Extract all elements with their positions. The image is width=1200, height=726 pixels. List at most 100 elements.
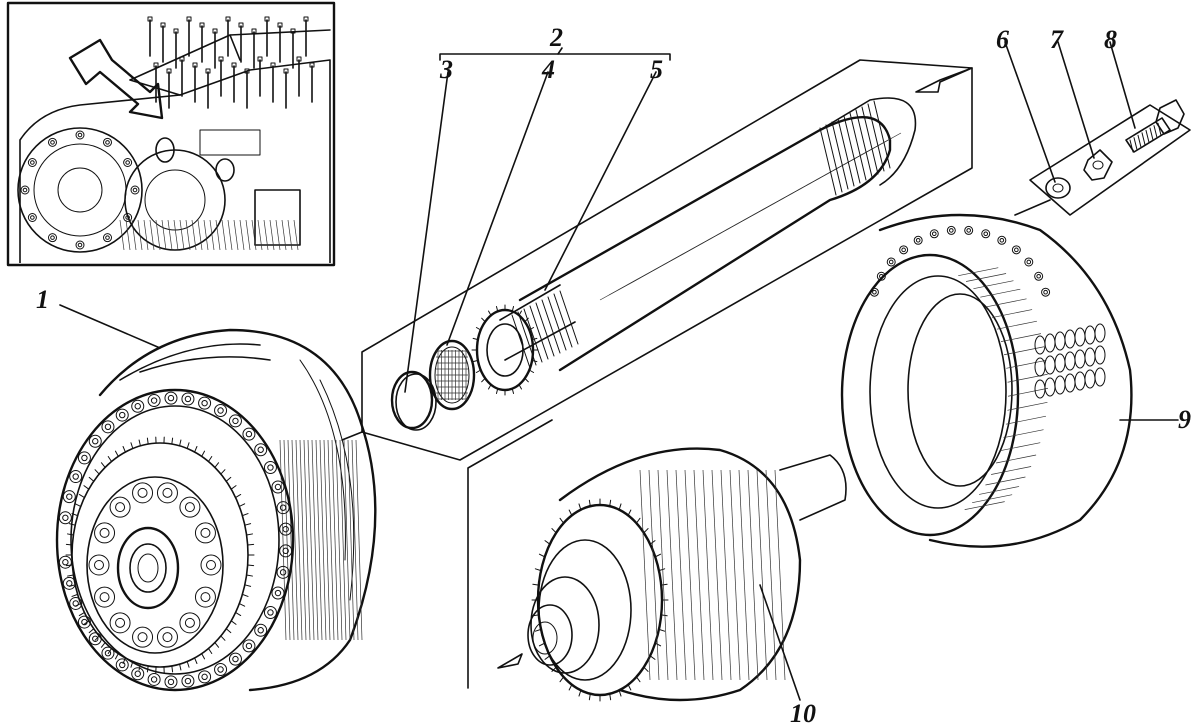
drum-shade bbox=[283, 439, 291, 641]
bolt-thread bbox=[1137, 134, 1142, 148]
ring-tooth bbox=[100, 642, 106, 648]
drum-shade bbox=[295, 439, 303, 641]
drum-bolt bbox=[115, 658, 129, 672]
planet-gear-tooth bbox=[660, 614, 668, 617]
clutch-plate bbox=[1003, 346, 1045, 356]
planet-roller-center bbox=[115, 617, 126, 628]
planet-roller bbox=[179, 612, 201, 634]
callout-7: 7 bbox=[1050, 25, 1064, 54]
spline-line bbox=[541, 299, 561, 354]
drum-bolt-center bbox=[72, 473, 79, 480]
drum-bolt-center bbox=[257, 627, 264, 634]
callout-labels: 1 2 3 4 5 6 7 8 9 10 bbox=[36, 23, 1191, 726]
assembly-shade bbox=[747, 469, 759, 681]
clutch-plate bbox=[996, 320, 1037, 330]
drum-shade bbox=[303, 439, 311, 641]
gearbox-housing-sketch bbox=[17, 16, 331, 263]
drum-bolt bbox=[62, 490, 76, 504]
pack-bolt-center bbox=[879, 273, 884, 279]
callout-3: 3 bbox=[439, 55, 453, 84]
end-tooth bbox=[472, 337, 479, 341]
inset-stud-nut bbox=[290, 28, 296, 34]
drum-bolt-center bbox=[92, 635, 99, 642]
planet-roller-center bbox=[99, 527, 110, 538]
pack-bolt bbox=[899, 245, 909, 255]
inset-stud-nut bbox=[251, 28, 257, 34]
planet-roller-center bbox=[184, 502, 195, 513]
ring-tooth bbox=[247, 564, 255, 567]
end-tooth bbox=[524, 377, 529, 383]
callout-6: 6 bbox=[996, 25, 1009, 54]
assembly-shade bbox=[675, 469, 687, 681]
planet-roller bbox=[132, 482, 154, 504]
inset-hatch bbox=[245, 219, 251, 251]
planet-roller bbox=[94, 586, 116, 608]
ring-tooth bbox=[214, 462, 220, 468]
ring-tooth bbox=[179, 663, 182, 671]
ring-tooth bbox=[138, 439, 141, 447]
drum-bolt-center bbox=[267, 464, 274, 471]
pack-bolt bbox=[1024, 257, 1034, 267]
inset-bolt bbox=[20, 185, 30, 195]
bolt-thread bbox=[1149, 127, 1154, 141]
ring-tooth bbox=[214, 642, 220, 648]
planet-gear-tooth bbox=[559, 517, 565, 524]
planet-roller bbox=[109, 612, 131, 634]
drum-bolt-center bbox=[201, 399, 208, 407]
planet-roller-center bbox=[137, 487, 148, 498]
bolt-thread bbox=[1157, 122, 1162, 136]
planet-gear-tooth bbox=[588, 499, 591, 507]
callout-8: 8 bbox=[1104, 25, 1117, 54]
drum-shade bbox=[335, 439, 343, 641]
planet-roller bbox=[88, 554, 110, 576]
drum-shade bbox=[327, 439, 335, 641]
planet-roller bbox=[194, 586, 216, 608]
ring-tooth bbox=[225, 628, 232, 634]
drum-bolt bbox=[214, 404, 228, 418]
planet-roller bbox=[200, 554, 222, 576]
end-tooth bbox=[511, 306, 515, 312]
planet-gear-tooth bbox=[568, 684, 573, 691]
assembly-shade bbox=[657, 469, 669, 681]
pack-bolt-center bbox=[1036, 273, 1041, 279]
inset-hatch bbox=[209, 219, 215, 251]
drum-bolt bbox=[181, 674, 195, 688]
planet-roller bbox=[179, 496, 201, 518]
end-tooth bbox=[511, 388, 515, 394]
drum-bolt bbox=[101, 646, 115, 660]
drum-bolt-center bbox=[134, 403, 141, 410]
drum-bolt bbox=[181, 392, 195, 406]
drum-bolt-center bbox=[282, 547, 289, 555]
inset-hatch bbox=[263, 219, 269, 251]
inset-stud-nut bbox=[186, 16, 192, 22]
drum-bolt bbox=[147, 394, 161, 408]
ring-tooth bbox=[201, 450, 206, 457]
inset-bolt bbox=[27, 158, 37, 167]
planet-gear-tooth bbox=[627, 684, 632, 691]
planet-gear-tooth bbox=[654, 553, 662, 558]
pack-bolt-center bbox=[901, 247, 906, 253]
inset-stud-nut bbox=[179, 56, 185, 62]
drum-bolt-center bbox=[92, 438, 99, 445]
assembly-shade bbox=[648, 469, 660, 681]
drum-bolt bbox=[58, 511, 72, 525]
inset-hatch bbox=[131, 219, 137, 251]
inset-stud-nut bbox=[231, 62, 237, 68]
inset-hatch bbox=[281, 219, 287, 251]
clutch-plate bbox=[992, 309, 1033, 318]
spring-coil bbox=[1074, 349, 1086, 369]
planet-gear-tooth bbox=[649, 655, 656, 660]
spline-line bbox=[825, 124, 843, 193]
planet-roller bbox=[94, 522, 116, 544]
ring-tooth bbox=[244, 523, 252, 526]
end-tooth bbox=[488, 384, 492, 390]
part-4-mesh-filter bbox=[428, 339, 476, 411]
planet-roller-center bbox=[94, 560, 104, 570]
ring-tooth bbox=[220, 635, 226, 641]
inset-stud-nut bbox=[153, 62, 159, 68]
ring-tooth bbox=[246, 533, 253, 536]
end-tooth bbox=[488, 310, 492, 316]
inset-stud-nut bbox=[160, 22, 166, 28]
ring-tooth bbox=[67, 533, 74, 536]
